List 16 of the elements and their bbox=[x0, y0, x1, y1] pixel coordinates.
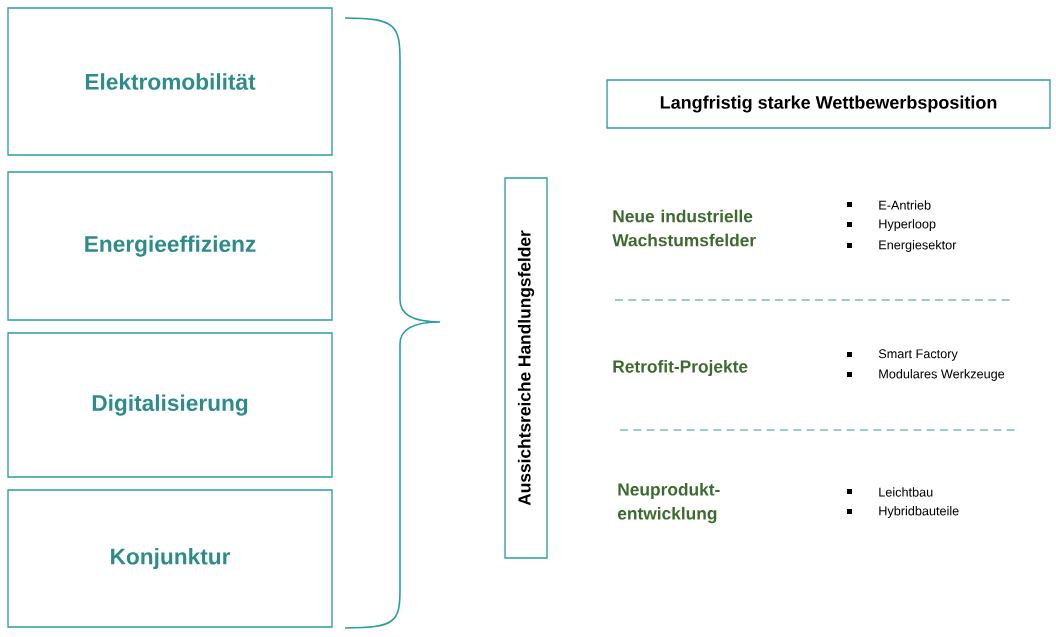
category-box: Energieeffizienz bbox=[7, 171, 333, 321]
field-heading: Retrofit-Projekte bbox=[613, 359, 748, 377]
bullet-item: Hybridbauteile bbox=[847, 506, 959, 518]
bullet-item: E-Antrieb bbox=[847, 200, 931, 210]
bullet-item: Energiesektor bbox=[847, 240, 957, 252]
heading-box: Langfristig starke Wettbewerbsposition bbox=[606, 79, 1051, 129]
bullet-item: Leichtbau bbox=[847, 487, 933, 497]
bullet-item: Modulares Werkzeuge bbox=[847, 369, 1005, 381]
field-heading: Neuprodukt-entwicklung bbox=[617, 482, 720, 524]
category-box: Digitalisierung bbox=[7, 332, 333, 478]
field-heading: Neue industrielle Wachstumsfelder bbox=[612, 209, 756, 247]
vertical-box: Aussichtsreiche Handlungsfelder bbox=[504, 177, 548, 559]
bullet-item: Hyperloop bbox=[847, 219, 936, 231]
category-box: Konjunktur bbox=[7, 489, 333, 628]
bullet-item: Smart Factory bbox=[847, 349, 958, 361]
category-box: Elektromobilität bbox=[7, 7, 333, 156]
